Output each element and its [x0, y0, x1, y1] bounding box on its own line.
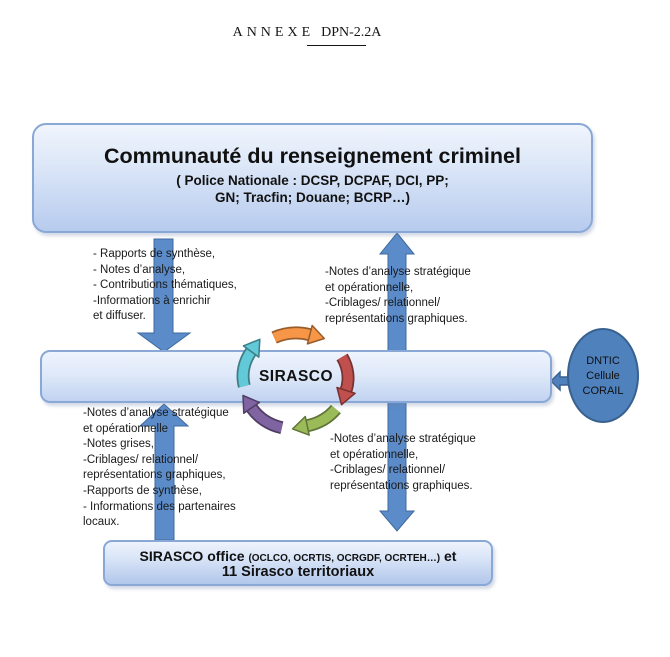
sirasco-office-box: SIRASCO office (OCLCO, OCRTIS, OCRGDF, O…: [103, 540, 493, 586]
label-line: -Criblages/ relationnel/: [330, 464, 446, 477]
label-line: -Notes d’analyse stratégique: [83, 407, 229, 419]
label-line: -Notes grises,: [83, 438, 154, 451]
community-subtitle-1: ( Police Nationale : DCSP, DCPAF, DCI, P…: [176, 173, 449, 188]
page-title: ANNEXE DPN-2.2A: [0, 25, 614, 41]
label-line: -Notes d’analyse stratégique: [325, 266, 471, 278]
arrow-office-to-sirasco: [138, 403, 190, 541]
label-line: représentations graphiques,: [83, 469, 226, 482]
label-block-upper-left: - Rapports de synthèse, - Notes d’analys…: [93, 247, 237, 325]
community-subtitle-2: GN; Tracfin; Douane; BCRP…): [214, 190, 410, 205]
annexe-word: ANNEXE: [232, 25, 315, 40]
annexe-reference: DPN-2.2A: [321, 25, 382, 40]
community-title: Communauté du renseignement criminel: [104, 144, 521, 168]
community-box: Communauté du renseignement criminel ( P…: [32, 123, 593, 233]
label-line: et diffuser.: [93, 310, 146, 323]
sirasco-label: SIRASCO: [258, 368, 334, 385]
label-line: représentations graphiques.: [330, 479, 473, 492]
office-line-2: 11 Sirasco territoriaux: [221, 564, 375, 580]
label-line: -Notes d’analyse stratégique: [330, 433, 476, 445]
label-line: -Informations à enrichir: [93, 294, 211, 307]
label-line: et opérationnelle,: [325, 281, 414, 294]
office-detail: (OCLCO, OCRTIS, OCRGDF, OCRTEH…): [248, 553, 441, 564]
label-line: et opérationnelle: [83, 422, 169, 435]
label-line: représentations graphiques.: [325, 312, 468, 325]
label-line: -Rapports de synthèse,: [83, 484, 202, 497]
dntic-line-2: Cellule: [586, 370, 620, 382]
label-line: - Informations des partenaires: [83, 500, 236, 513]
label-block-lower-right: -Notes d’analyse stratégique et opératio…: [330, 432, 476, 494]
label-line: -Criblages/ relationnel/: [83, 453, 199, 466]
dntic-line-1: DNTIC: [586, 355, 620, 367]
office-suffix: et: [444, 548, 457, 564]
dntic-corail-node: DNTIC Cellule CORAIL: [567, 328, 639, 423]
label-block-lower-left: -Notes d’analyse stratégique et opératio…: [83, 406, 236, 531]
title-underline: [307, 45, 366, 46]
label-line: - Contributions thématiques,: [93, 279, 237, 292]
label-block-upper-right: -Notes d’analyse stratégique et opératio…: [325, 265, 471, 327]
arrow-top-to-sirasco: [136, 238, 192, 353]
label-line: - Notes d’analyse,: [93, 263, 186, 276]
sirasco-box: SIRASCO: [40, 350, 552, 403]
office-title: SIRASCO office: [139, 548, 245, 564]
label-line: et opérationnelle,: [330, 448, 419, 461]
label-line: locaux.: [83, 516, 120, 529]
office-line-1: SIRASCO office (OCLCO, OCRTIS, OCRGDF, O…: [105, 548, 491, 564]
dntic-line-3: CORAIL: [582, 385, 624, 397]
label-line: - Rapports de synthèse,: [93, 248, 216, 260]
label-line: -Criblages/ relationnel/: [325, 297, 441, 310]
